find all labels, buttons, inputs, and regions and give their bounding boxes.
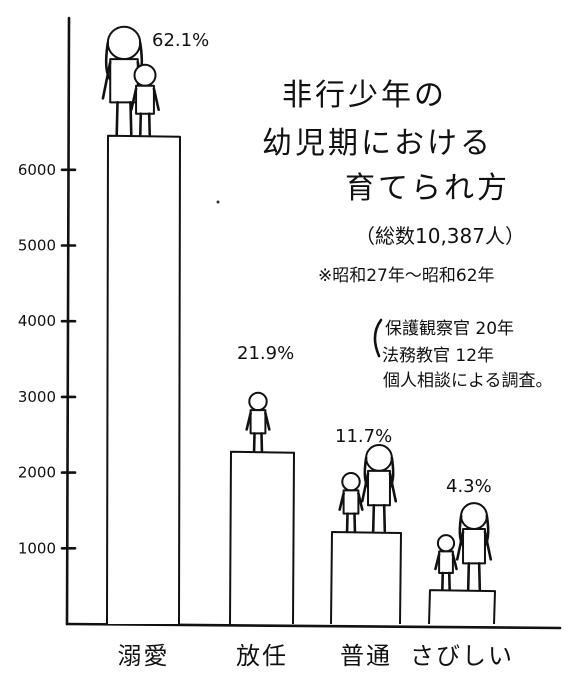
figures: [101, 25, 493, 591]
y-ticks: 1000 2000 3000 4000 5000 6000: [18, 161, 77, 557]
category-label: 放任: [236, 642, 288, 670]
child-figure: [130, 63, 160, 137]
percent-label: 4.3%: [446, 476, 492, 497]
source-line-3: 個人相談による調査。: [383, 371, 553, 391]
child-figure: [455, 502, 493, 591]
child-figure: [338, 472, 364, 533]
bars: [106, 134, 496, 625]
bar: [330, 531, 402, 625]
source-line-1: 保護観察官 20年: [385, 319, 514, 339]
bar: [106, 134, 181, 625]
source-note: 保護観察官 20年 法務教官 12年 個人相談による調査。: [373, 318, 553, 391]
bar: [229, 450, 295, 625]
category-label: 普通: [340, 642, 392, 670]
total-note: （総数10,387人）: [355, 224, 525, 248]
y-tick-label: 3000: [18, 388, 56, 406]
percent-label: 21.9%: [237, 343, 294, 364]
title-line-3: 育てられ方: [345, 171, 510, 206]
y-tick-label: 1000: [18, 539, 56, 557]
category-labels: 溺愛 放任 普通さびしい: [118, 642, 514, 670]
bar: [428, 589, 496, 625]
child-figure: [434, 534, 458, 591]
source-line-2: 法務教官 12年: [382, 346, 494, 366]
source-bracket: [373, 318, 383, 358]
child-figure: [245, 391, 271, 453]
category-label: 溺愛: [118, 642, 170, 670]
period-note: ※昭和27年～昭和62年: [318, 266, 495, 286]
category-label: さびしい: [410, 642, 514, 670]
title-line-1: 非行少年の: [282, 78, 447, 113]
y-axis: [65, 16, 71, 626]
y-tick-label: 5000: [18, 237, 56, 255]
stray-dot: [216, 200, 220, 204]
percent-labels: 62.1% 21.9% 11.7% 4.3%: [152, 30, 492, 497]
chart-title: 非行少年の 幼児期における 育てられ方: [262, 78, 510, 206]
child-figure: [360, 444, 398, 533]
y-tick-label: 6000: [18, 161, 56, 179]
percent-label: 62.1%: [152, 30, 209, 51]
percent-label: 11.7%: [335, 426, 392, 447]
y-tick-label: 4000: [18, 312, 56, 330]
x-axis: [65, 622, 562, 630]
title-line-2: 幼児期における: [262, 126, 493, 161]
y-tick-label: 2000: [18, 464, 56, 482]
